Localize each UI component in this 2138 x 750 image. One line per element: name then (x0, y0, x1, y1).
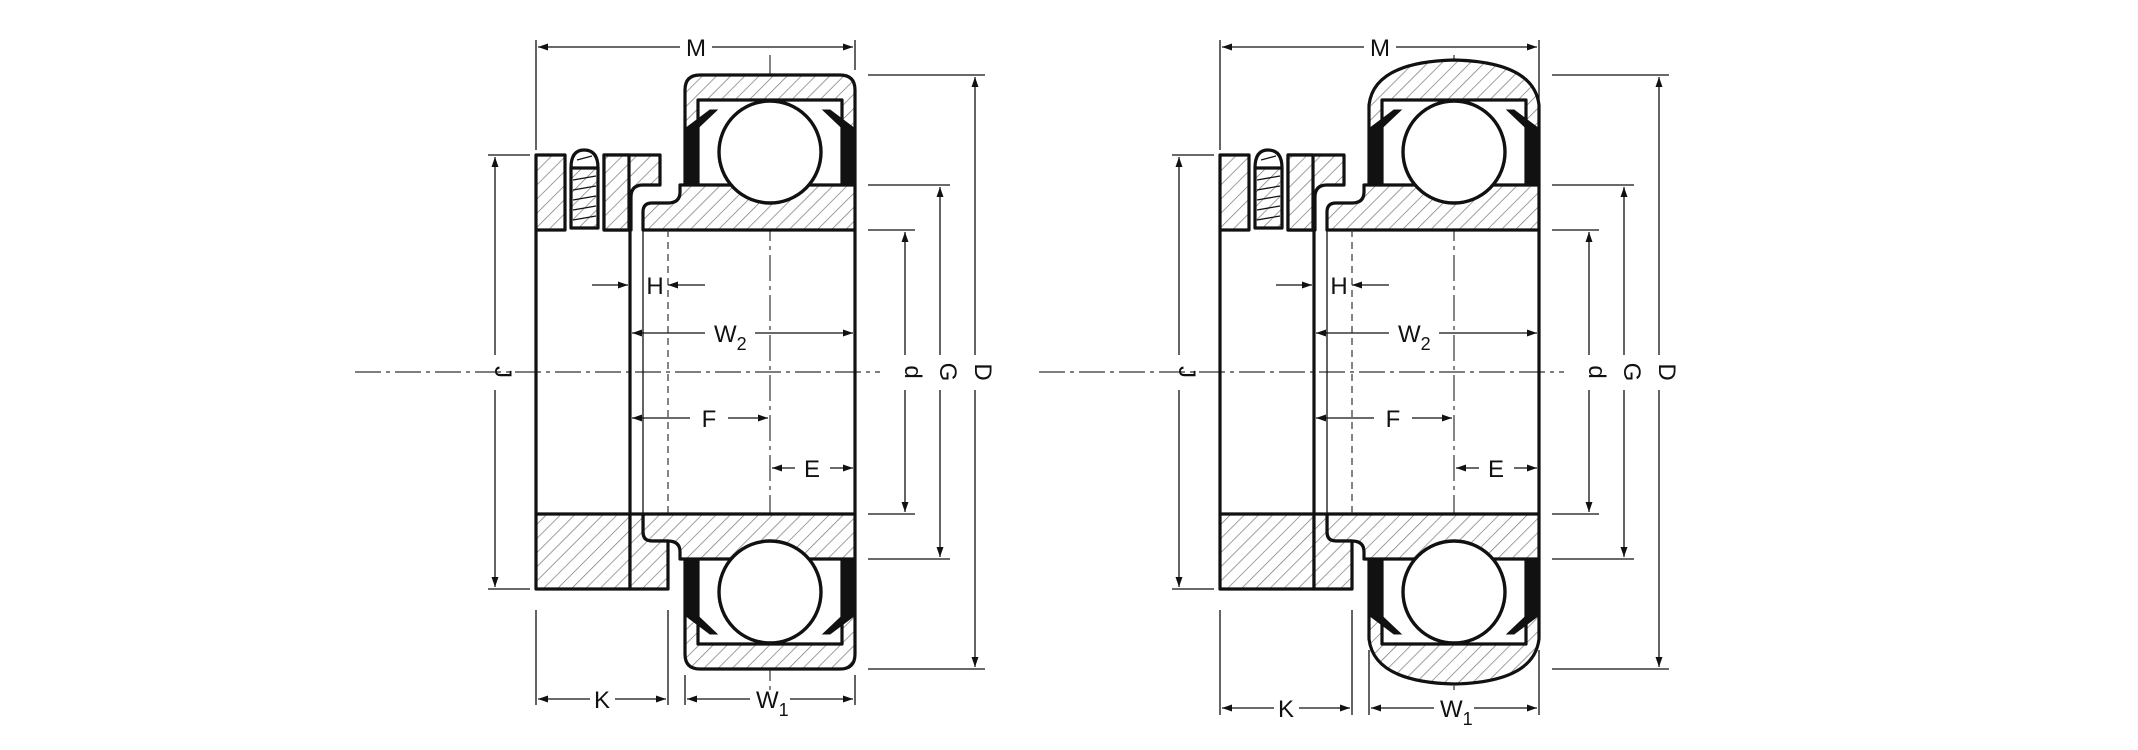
collar-inner-band-bottom (1312, 512, 1354, 591)
collar-inner-band-top (602, 153, 631, 232)
locking-collar-bottom (1218, 512, 1316, 591)
locking-collar-bottom (534, 512, 632, 591)
outer-ring-bottom (1367, 557, 1541, 686)
collar-inner-band-top (1286, 153, 1315, 232)
locking-collar-top (1218, 153, 1251, 232)
cylindrical-od-insert-bearing: M H W2 F E J d G D K W1 (355, 35, 996, 720)
thread-line (572, 215, 597, 221)
label-F: F (702, 406, 717, 433)
inner-ring-top (641, 183, 857, 232)
set-screw-head (569, 148, 600, 169)
thread-line (1256, 175, 1281, 181)
thread-line (572, 175, 597, 181)
label-G: G (1618, 363, 1645, 382)
thread-line (572, 185, 597, 191)
label-J: J (489, 366, 516, 378)
set-screw-slot (576, 155, 593, 161)
set-screw-slot (1260, 155, 1277, 161)
locking-collar-top (534, 153, 567, 232)
label-d: d (899, 365, 926, 378)
label-E: E (804, 456, 820, 483)
outer-ring-top (1367, 58, 1541, 187)
inner-ring-top (1325, 183, 1541, 232)
ball-top (1401, 99, 1507, 205)
thread-line (1256, 195, 1281, 201)
label-J: J (1173, 366, 1200, 378)
label-M: M (686, 35, 706, 62)
label-H: H (1330, 273, 1347, 300)
label-W2: W2 (714, 321, 747, 354)
label-M: M (1370, 35, 1390, 62)
thread-line (1256, 185, 1281, 191)
label-W2: W2 (1398, 321, 1431, 354)
label-F: F (1386, 406, 1401, 433)
label-E: E (1488, 456, 1504, 483)
label-W1: W1 (756, 687, 789, 720)
ball-top (717, 99, 823, 205)
label-D: D (969, 363, 996, 380)
label-K: K (1278, 696, 1294, 723)
thread-line (1256, 215, 1281, 221)
label-K: K (594, 687, 610, 714)
ball-bottom (717, 539, 823, 645)
ball-bottom (1401, 539, 1507, 645)
label-d: d (1583, 365, 1610, 378)
collar-inner-band-bottom (628, 512, 670, 591)
thread-line (1256, 205, 1281, 211)
spherical-od-insert-bearing: M H W2 F E J d G D K W1 (1039, 35, 1680, 729)
label-W1: W1 (1440, 696, 1473, 729)
label-G: G (934, 363, 961, 382)
label-H: H (646, 273, 663, 300)
set-screw-head (1253, 148, 1284, 169)
thread-line (572, 205, 597, 211)
label-D: D (1653, 363, 1680, 380)
thread-line (572, 195, 597, 201)
